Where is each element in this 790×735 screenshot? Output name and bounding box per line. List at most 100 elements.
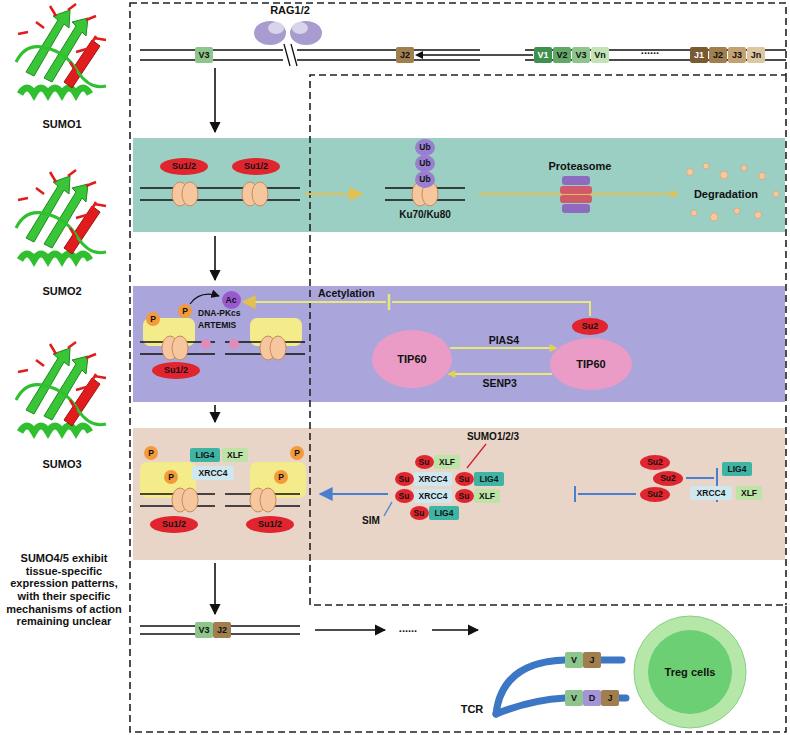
annotation-label: SUMO1/2/3: [458, 431, 528, 443]
sumo-tag: Su2: [572, 318, 608, 335]
node-text: XLF: [479, 492, 495, 501]
gene-segment: D: [583, 690, 601, 706]
gene-segment: V3: [195, 47, 213, 63]
connector: [447, 370, 552, 378]
lig4-protein: LIG4: [722, 462, 752, 476]
organelle-name: Proteasome: [530, 160, 630, 173]
node-text: LIG4: [728, 465, 747, 474]
node-text: Su1/2: [258, 520, 282, 529]
node-text: LIG4: [480, 475, 499, 484]
sumo-tag: Su: [395, 489, 414, 503]
node-text: J2: [713, 51, 723, 60]
node-text: LIG4: [196, 451, 215, 460]
phospho-site: P: [178, 304, 192, 318]
protein-name: SUMO2: [0, 285, 124, 298]
sumo-tag: Su2: [653, 471, 683, 486]
node-text: P: [150, 315, 156, 324]
node-text: J: [607, 694, 612, 703]
node-text: Su: [459, 492, 470, 501]
node-text: TIP60: [397, 354, 426, 365]
connector-line: [421, 54, 533, 56]
tip60-protein: TIP60: [372, 330, 452, 388]
lig4-protein: LIG4: [190, 448, 220, 462]
sumo-tag: Su1/2: [152, 362, 200, 379]
xrcc4-protein: XRCC4: [414, 489, 452, 503]
gene-segment: J3: [728, 47, 746, 63]
node-text: XRCC4: [419, 475, 448, 484]
gene-segment: V2: [553, 47, 571, 63]
ku-dna-panel1: [140, 182, 465, 206]
sumo-tag: Su1/2: [160, 158, 208, 175]
sumo-tag: Su: [395, 472, 414, 486]
gene-segment: Vn: [591, 47, 609, 63]
bottom-dna: [140, 626, 300, 634]
node-text: XRCC4: [419, 492, 448, 501]
node-text: V3: [575, 51, 586, 60]
xlf-protein: XLF: [474, 489, 500, 503]
node-text: Su1/2: [162, 520, 186, 529]
node-text: J: [589, 656, 594, 665]
lig4-protein: LIG4: [429, 506, 459, 520]
ubiquitin: Ub: [415, 171, 435, 188]
node-text: P: [278, 473, 284, 482]
connector: [479, 190, 679, 198]
node-text: Su2: [647, 490, 663, 499]
node-text: P: [148, 449, 154, 458]
node-text: J1: [694, 51, 704, 60]
sumo-tag: Su: [455, 472, 474, 486]
dashed-boundary: [130, 3, 786, 732]
connector-line: [453, 373, 552, 375]
node-text: Su1/2: [164, 366, 188, 375]
enzyme-name: RAG1/2: [250, 4, 330, 17]
lig4-protein: LIG4: [474, 472, 504, 486]
receptor-name: TCR: [452, 703, 492, 716]
gene-segment: J2: [709, 47, 727, 63]
degradation-fragments: [687, 163, 780, 221]
sumo-tag: Su1/2: [246, 516, 294, 533]
node-text: J3: [732, 51, 742, 60]
gene-segment: V: [565, 652, 583, 668]
node-text: V1: [537, 51, 548, 60]
arrow-head: [671, 190, 679, 198]
connector-line: [479, 193, 673, 195]
connector: [415, 51, 533, 59]
node-text: XRCC4: [199, 469, 228, 478]
sumo1-structure: [16, 4, 106, 94]
gene-segment: J2: [213, 622, 231, 638]
node-text: V2: [556, 51, 567, 60]
node-text: Ub: [419, 143, 430, 152]
node-text: P: [294, 449, 300, 458]
node-text: Vn: [594, 51, 606, 60]
node-text: XLF: [227, 451, 243, 460]
phospho-site: P: [164, 470, 178, 484]
node-text: Treg cells: [665, 667, 716, 678]
node-text: LIG4: [435, 509, 454, 518]
node-text: Su2: [647, 458, 663, 467]
xrcc4-protein: XRCC4: [690, 486, 732, 500]
node-text: V3: [198, 626, 209, 635]
sumo-tag: Su: [415, 455, 434, 469]
protein-name: DNA-PKcs: [198, 309, 258, 319]
teal-panel: [133, 138, 785, 232]
sumo-tag: Su1/2: [150, 516, 198, 533]
node-text: XRCC4: [697, 489, 726, 498]
node-text: Ub: [419, 175, 430, 184]
node-text: Ac: [226, 296, 237, 305]
connector-line: [450, 347, 552, 349]
tcr-receptor: [496, 660, 626, 714]
top-dna: [140, 44, 786, 66]
treg-cell: Treg cells: [648, 630, 732, 714]
degradation-label: Degradation: [680, 185, 772, 203]
ellipsis: ......: [618, 44, 682, 57]
node-text: Jn: [751, 51, 762, 60]
dnapk-complex: [140, 294, 590, 360]
sumo-tag: Su: [410, 506, 429, 520]
ellipsis: ......: [386, 622, 430, 635]
node-text: Su: [414, 509, 425, 518]
treg-cell-outer: [634, 616, 746, 728]
node-text: Su: [399, 492, 410, 501]
node-text: Su: [399, 475, 410, 484]
flow-arrows: [215, 68, 478, 630]
sumo-tag: Su: [455, 489, 474, 503]
protein-name: SUMO3: [0, 458, 124, 471]
